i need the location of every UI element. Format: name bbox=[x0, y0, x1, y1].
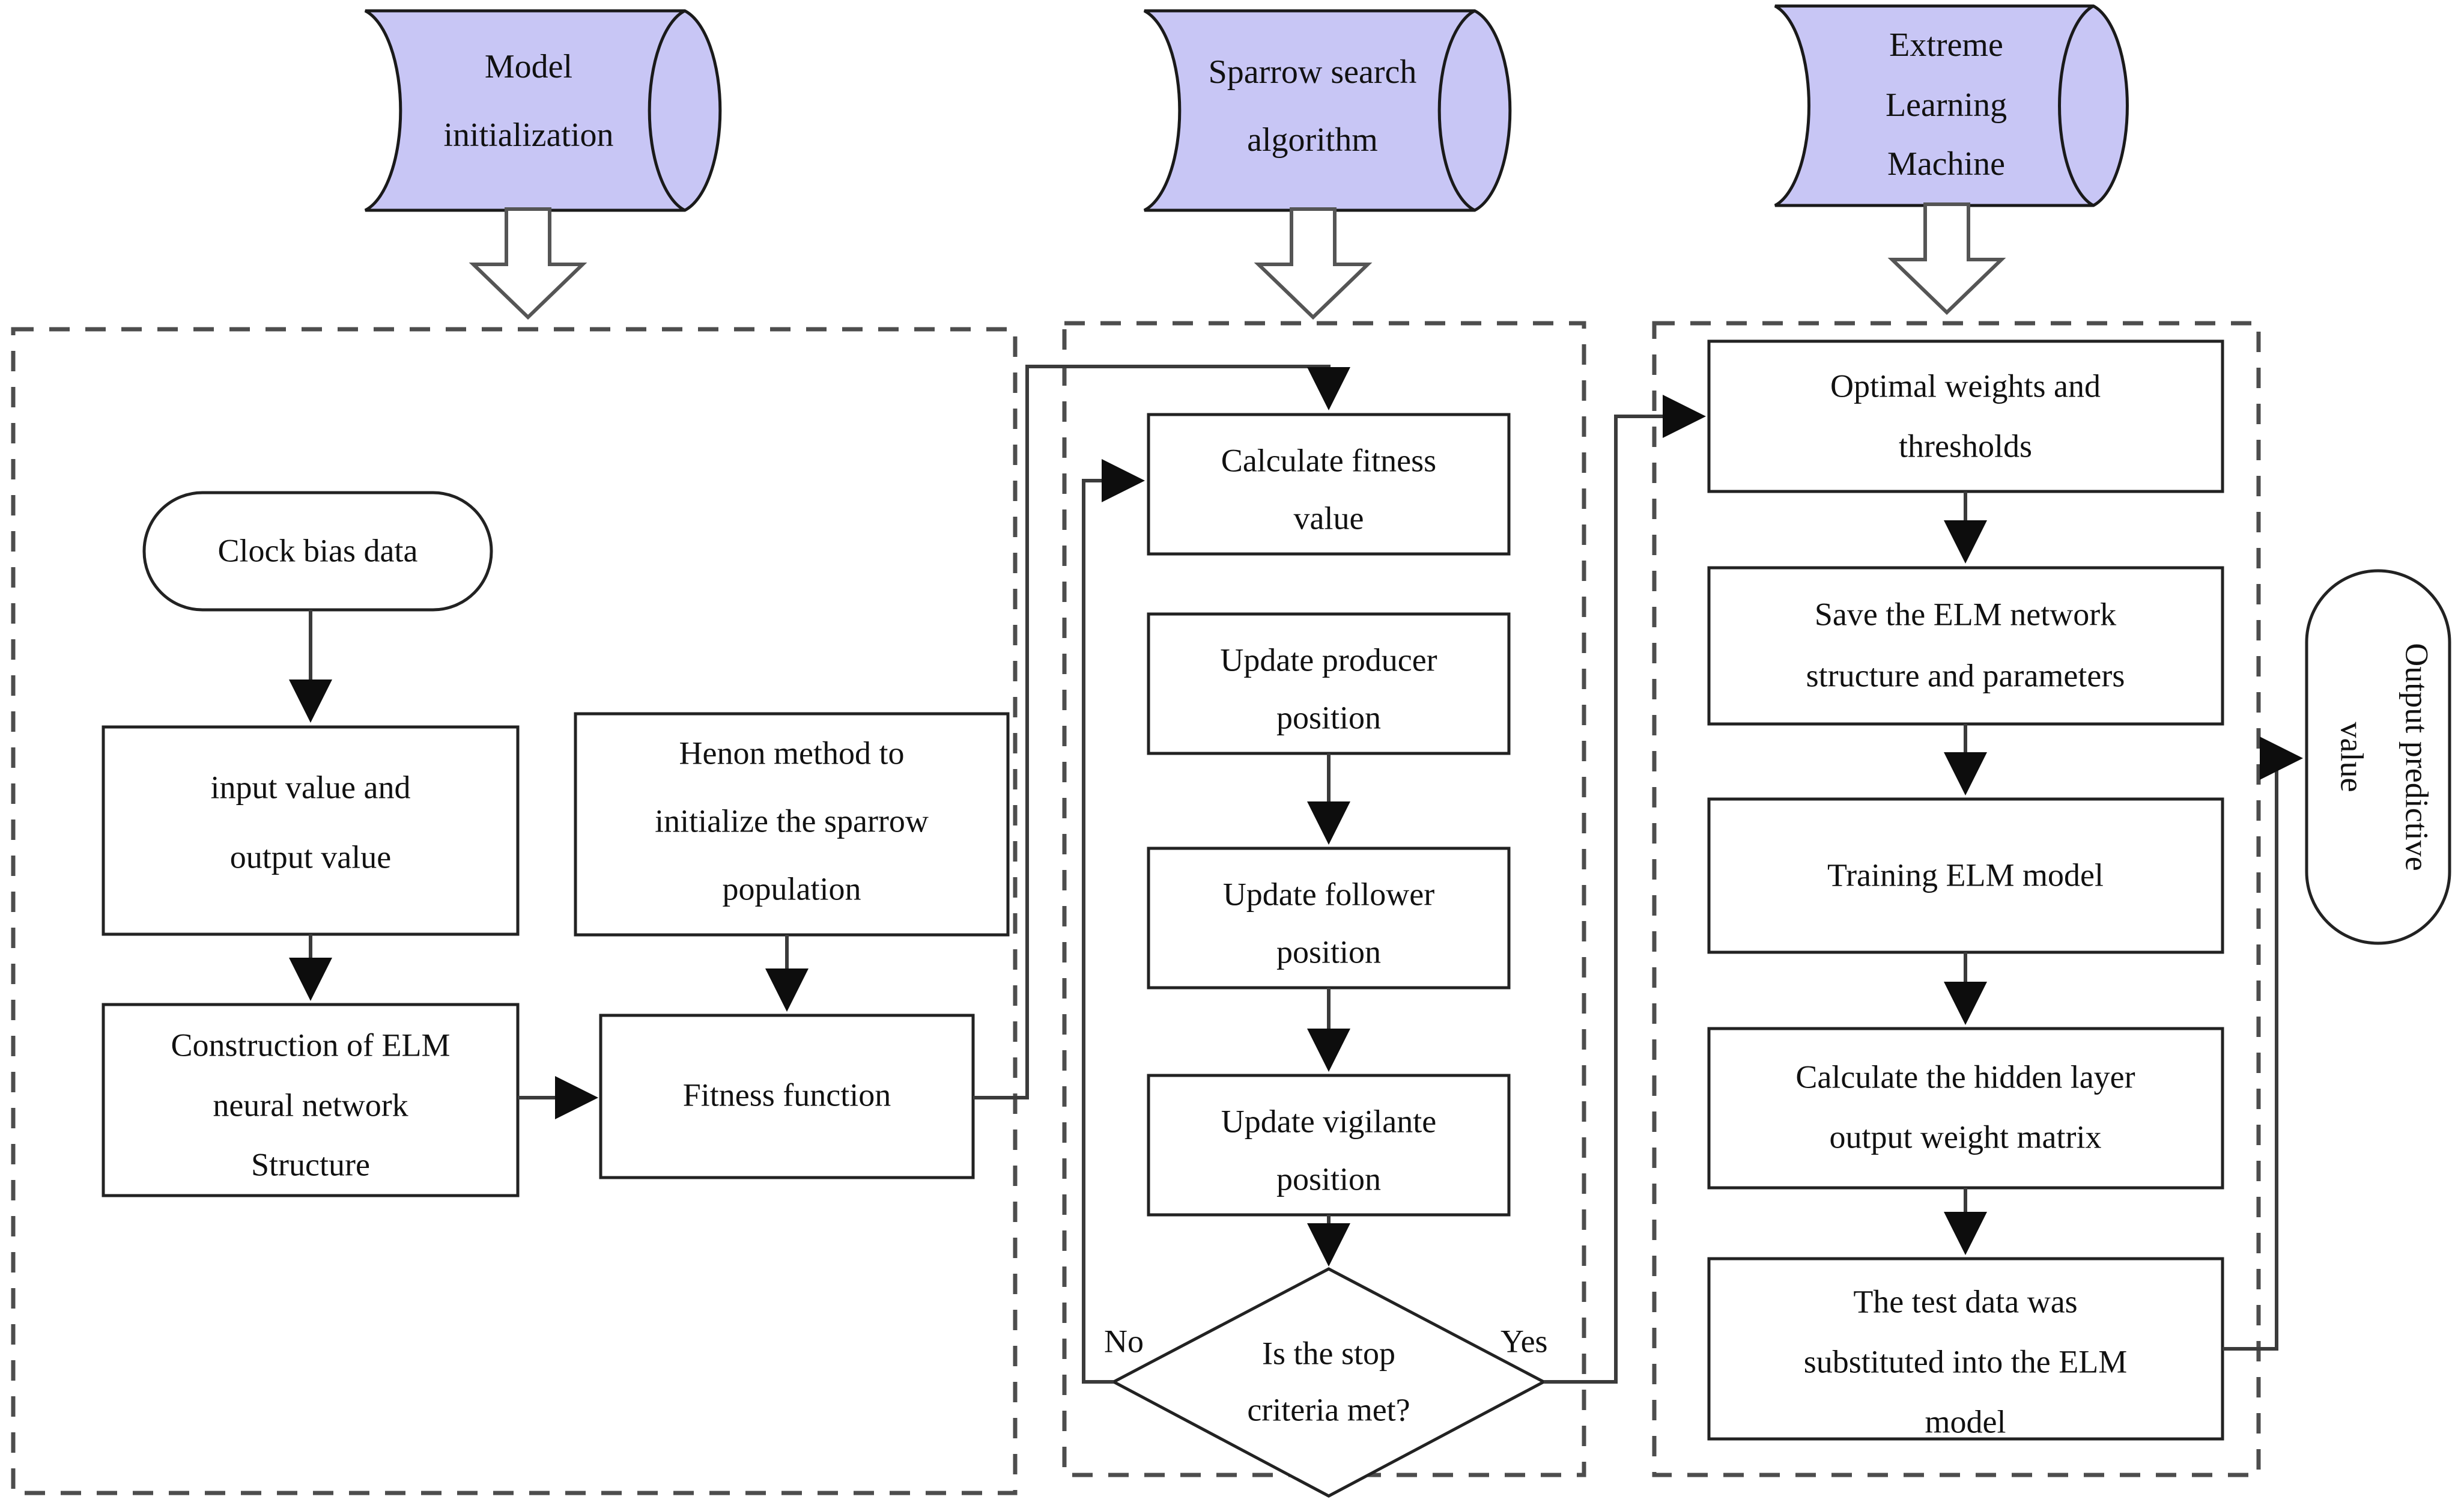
node-save-elm-line2: structure and parameters bbox=[1806, 657, 2125, 693]
stage-cylinder-sparrow-search[interactable]: Sparrow search algorithm bbox=[1143, 9, 1512, 212]
node-test-data-elm-line2: substituted into the ELM bbox=[1804, 1343, 2127, 1379]
edge-decision-yes bbox=[1544, 395, 1706, 1384]
stage-label-elm-line1: Extreme bbox=[1889, 26, 2003, 64]
node-output-predictive-value-line2: value bbox=[2334, 722, 2370, 792]
node-stop-criteria[interactable]: Is the stop criteria met? bbox=[1110, 1267, 1547, 1498]
node-update-producer-position[interactable]: Update producer position bbox=[1147, 612, 1511, 755]
node-update-producer-position-line2: position bbox=[1276, 699, 1381, 735]
edge-decision-no-feedback bbox=[1082, 459, 1145, 1384]
node-stop-criteria-line1: Is the stop bbox=[1262, 1335, 1395, 1371]
node-henon-method-line2: initialize the sparrow bbox=[655, 803, 929, 839]
stage-cylinder-model-initialization[interactable]: Model initialization bbox=[364, 9, 722, 212]
node-test-data-elm-line1: The test data was bbox=[1853, 1283, 2077, 1319]
node-update-vigilante-position-line1: Update vigilante bbox=[1221, 1103, 1436, 1139]
node-input-output-value-line1: input value and bbox=[211, 769, 411, 805]
block-arrow-down-model-initialization bbox=[469, 207, 587, 320]
node-calculate-fitness-value[interactable]: Calculate fitness value bbox=[1147, 413, 1511, 556]
stage-label-elm-line3: Machine bbox=[1887, 145, 2005, 183]
node-optimal-weights-line1: Optimal weights and bbox=[1830, 368, 2101, 404]
stage-label-model-initialization-line2: initialization bbox=[443, 117, 613, 154]
node-hidden-layer-matrix-line1: Calculate the hidden layer bbox=[1795, 1059, 2135, 1095]
panel-sparrow-search bbox=[1062, 321, 1586, 1477]
node-test-data-elm[interactable]: The test data was substituted into the E… bbox=[1707, 1257, 2224, 1441]
node-calculate-fitness-value-line1: Calculate fitness bbox=[1221, 442, 1436, 478]
block-arrow-down-extreme-learning-machine bbox=[1887, 202, 2006, 315]
node-construction-elm-line3: Structure bbox=[251, 1146, 370, 1182]
node-henon-method-line1: Henon method to bbox=[679, 735, 905, 771]
node-input-output-value-line2: output value bbox=[230, 839, 391, 875]
stage-label-elm-line2: Learning bbox=[1886, 87, 2007, 124]
node-construction-elm[interactable]: Construction of ELM neural network Struc… bbox=[102, 1003, 520, 1197]
edge-label-no: No bbox=[1104, 1323, 1144, 1359]
panel-extreme-learning-machine bbox=[1652, 321, 2261, 1477]
node-update-vigilante-position-line2: position bbox=[1276, 1161, 1381, 1197]
node-henon-method[interactable]: Henon method to initialize the sparrow p… bbox=[574, 712, 1010, 937]
node-construction-elm-line1: Construction of ELM bbox=[171, 1027, 451, 1063]
node-stop-criteria-line2: criteria met? bbox=[1247, 1391, 1410, 1428]
node-training-elm[interactable]: Training ELM model bbox=[1707, 797, 2224, 954]
edge-label-yes: Yes bbox=[1501, 1323, 1548, 1359]
node-update-producer-position-line1: Update producer bbox=[1220, 642, 1437, 678]
panel-model-initialization bbox=[11, 327, 1018, 1495]
edge-fitness-to-calculate-fitness bbox=[973, 365, 1350, 1099]
node-fitness-function-label: Fitness function bbox=[683, 1077, 891, 1113]
node-henon-method-line3: population bbox=[723, 871, 861, 907]
stage-label-sparrow-line1: Sparrow search bbox=[1209, 53, 1417, 91]
node-fitness-function[interactable]: Fitness function bbox=[599, 1014, 975, 1179]
node-hidden-layer-matrix-line2: output weight matrix bbox=[1830, 1119, 2102, 1155]
node-optimal-weights-line2: thresholds bbox=[1899, 428, 2032, 464]
node-clock-bias-data[interactable]: Clock bias data bbox=[142, 491, 493, 612]
node-input-output-value[interactable]: input value and output value bbox=[102, 725, 520, 936]
stage-label-model-initialization-line1: Model bbox=[485, 48, 572, 85]
node-test-data-elm-line3: model bbox=[1925, 1403, 2006, 1440]
node-hidden-layer-matrix[interactable]: Calculate the hidden layer output weight… bbox=[1707, 1027, 2224, 1190]
node-update-follower-position[interactable]: Update follower position bbox=[1147, 847, 1511, 990]
node-output-predictive-value[interactable]: Output predictive value bbox=[2305, 569, 2451, 945]
node-save-elm[interactable]: Save the ELM network structure and param… bbox=[1707, 566, 2224, 726]
node-calculate-fitness-value-line2: value bbox=[1294, 500, 1364, 536]
node-training-elm-label: Training ELM model bbox=[1827, 857, 2104, 893]
node-save-elm-line1: Save the ELM network bbox=[1815, 596, 2116, 632]
node-update-follower-position-line1: Update follower bbox=[1223, 876, 1434, 912]
node-update-vigilante-position[interactable]: Update vigilante position bbox=[1147, 1074, 1511, 1217]
stage-cylinder-extreme-learning-machine[interactable]: Extreme Learning Machine bbox=[1774, 4, 2129, 207]
edge-testdata-to-output bbox=[2223, 737, 2303, 1351]
stage-label-sparrow-line2: algorithm bbox=[1247, 121, 1378, 159]
node-output-predictive-value-line1: Output predictive bbox=[2399, 643, 2435, 871]
node-clock-bias-data-label: Clock bias data bbox=[218, 532, 418, 568]
block-arrow-down-sparrow-search bbox=[1254, 207, 1373, 320]
node-optimal-weights[interactable]: Optimal weights and thresholds bbox=[1707, 339, 2224, 493]
node-construction-elm-line2: neural network bbox=[213, 1087, 408, 1123]
node-update-follower-position-line2: position bbox=[1276, 934, 1381, 970]
